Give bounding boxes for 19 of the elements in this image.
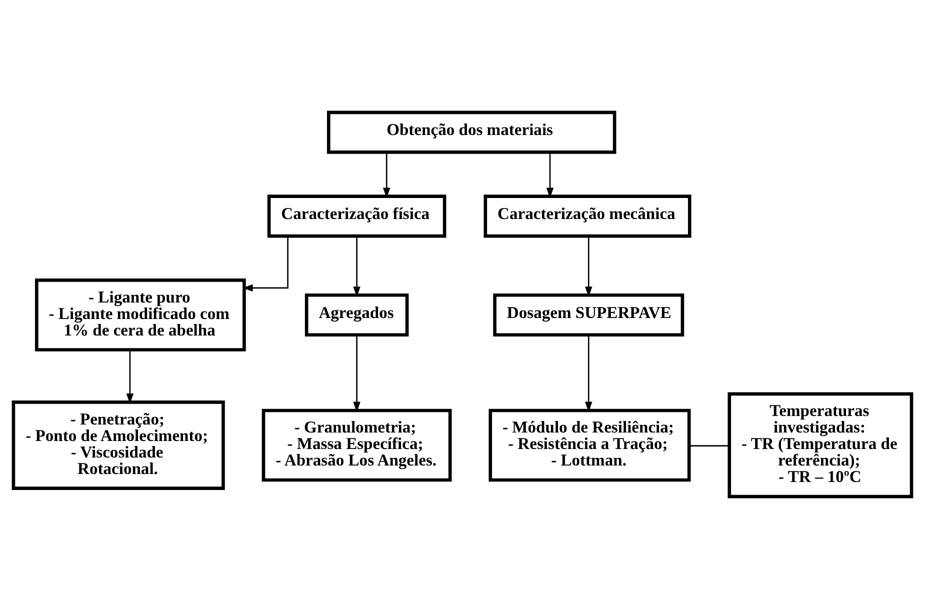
node-box: Caracterização física — [267, 194, 446, 238]
node-box: Obtenção dos materiais — [327, 110, 616, 154]
connector — [689, 444, 730, 446]
node-box: Temperaturas investigadas: - TR (Temperatura de referência); - TR – 10ºC — [728, 392, 914, 498]
arrow — [353, 334, 360, 412]
node-box: - Penetração; - Ponto de Amolecimento; - Viscosidade Rotacional. — [12, 400, 225, 490]
node-box: - Ligante puro - Ligante modificado com 1% de cera de abelha — [35, 278, 246, 351]
node-box: Caracterização mecânica — [484, 194, 692, 238]
node-box: - Módulo de Resiliência; - Resistência a Tração; - Lottman. — [488, 408, 691, 482]
arrow — [584, 334, 592, 412]
arrow — [242, 236, 288, 292]
node-box: Agregados — [304, 292, 409, 336]
arrow — [353, 236, 360, 297]
arrow — [126, 349, 134, 404]
arrow — [382, 152, 390, 198]
arrow — [584, 236, 592, 297]
node-box: Dosagem SUPERPAVE — [493, 292, 684, 336]
arrow — [546, 152, 554, 198]
node-box: - Granulometria; - Massa Específica; - Abrasão Los Angeles. — [262, 408, 452, 482]
